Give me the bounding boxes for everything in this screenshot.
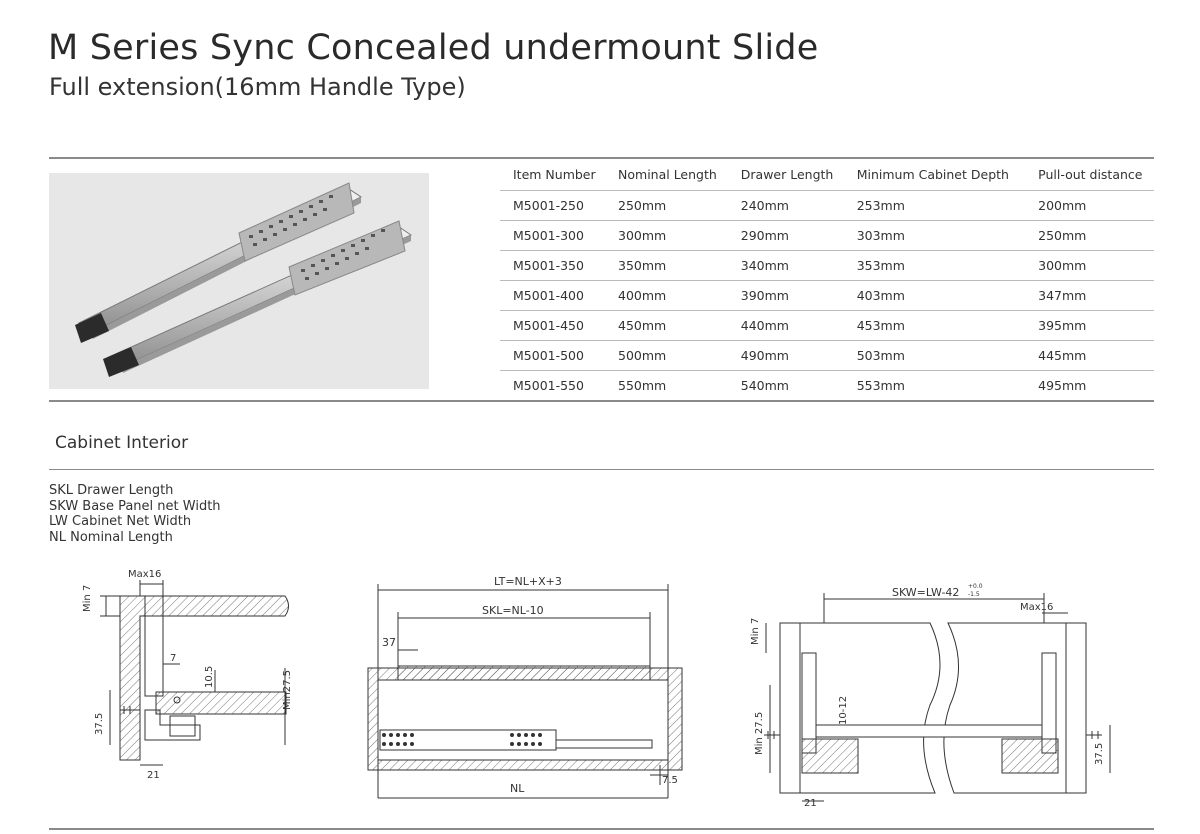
- table-row: M5001-500 500mm 490mm 503mm 445mm: [500, 340, 1154, 371]
- table-cell: 453mm: [843, 310, 1026, 341]
- dim-7: 7: [170, 653, 176, 664]
- table-row: M5001-450 450mm 440mm 453mm 395mm: [500, 310, 1154, 341]
- table-cell: 553mm: [856, 377, 905, 393]
- diagram-side-elevation: LT=NL+X+3 SKL=NL-10 37 NL 7.5: [367, 575, 683, 799]
- column-header: Pull-out distance: [1025, 160, 1154, 191]
- table-cell: M5001-550: [513, 377, 584, 393]
- dim-7-5: 7.5: [662, 775, 678, 786]
- table-cell: M5001-350: [500, 250, 606, 281]
- table-row: M5001-550 550mm 540mm 553mm 495mm: [500, 370, 1154, 400]
- section-title: Cabinet Interior: [55, 433, 189, 453]
- dim-10-5: 10.5: [204, 666, 215, 688]
- dim-skl: SKL=NL-10: [482, 604, 544, 617]
- dim-max16: Max16: [128, 569, 161, 580]
- table-cell: 303mm: [843, 220, 1026, 251]
- table-cell: 350mm: [605, 250, 728, 281]
- table-cell: 395mm: [1025, 310, 1154, 341]
- table-cell: 340mm: [727, 250, 844, 281]
- table-cell: M5001-300: [500, 220, 606, 251]
- column-header: Item Number: [500, 160, 606, 191]
- table-cell: 445mm: [1025, 340, 1154, 371]
- column-header: Minimum Cabinet Depth: [843, 160, 1026, 191]
- dim-21: 21: [804, 798, 817, 809]
- table-cell: 450mm: [605, 310, 728, 341]
- table-cell: 540mm: [740, 377, 789, 393]
- table-row: M5001-400 400mm 390mm 403mm 347mm: [500, 280, 1154, 311]
- table-cell: 495mm: [1038, 377, 1087, 393]
- abbreviation-legend: SKL Drawer Length SKW Base Panel net Wid…: [49, 483, 221, 545]
- divider-table-bottom: [49, 400, 1154, 402]
- dim-lt: LT=NL+X+3: [494, 575, 562, 588]
- legend-item: SKW Base Panel net Width: [49, 498, 221, 514]
- table-cell: 490mm: [727, 340, 844, 371]
- table-cell: 503mm: [843, 340, 1026, 371]
- product-photo: [49, 173, 429, 389]
- table-cell: M5001-400: [500, 280, 606, 311]
- page-subtitle: Full extension(16mm Handle Type): [49, 73, 466, 101]
- dim-37: 37: [382, 636, 396, 649]
- dim-nl: NL: [510, 782, 525, 795]
- table-cell: 300mm: [605, 220, 728, 251]
- dim-37-5: 37.5: [1094, 743, 1105, 765]
- dim-min7: Min 7: [82, 585, 93, 612]
- divider-top: [49, 157, 1154, 159]
- legend-item: LW Cabinet Net Width: [49, 514, 192, 529]
- table-cell: 250mm: [605, 190, 728, 221]
- column-header: Nominal Length: [605, 160, 728, 191]
- page-title: M Series Sync Concealed undermount Slide: [48, 28, 819, 68]
- table-cell: 253mm: [843, 190, 1026, 221]
- divider-bottom: [49, 828, 1154, 830]
- table-cell: 353mm: [843, 250, 1026, 281]
- dim-10-12: 10-12: [838, 696, 849, 725]
- dim-min7: Min 7: [750, 618, 761, 645]
- table-cell: M5001-450: [500, 310, 606, 341]
- table-row: M5001-300 300mm 290mm 303mm 250mm: [500, 220, 1154, 251]
- table-cell: 390mm: [727, 280, 844, 311]
- dim-37-5: 37.5: [94, 713, 105, 735]
- table-row: M5001-250 250mm 240mm 253mm 200mm: [500, 190, 1154, 221]
- table-cell: 550mm: [618, 377, 667, 393]
- table-cell: 300mm: [1025, 250, 1154, 281]
- dim-skw: SKW=LW-42: [892, 586, 959, 599]
- table-cell: 240mm: [727, 190, 844, 221]
- table-cell: 500mm: [605, 340, 728, 371]
- table-cell: M5001-250: [500, 190, 606, 221]
- dim-skw-tolerance-bottom: -1.5: [968, 591, 980, 598]
- dim-min27-5: Min27.5: [282, 670, 293, 710]
- diagram-side-section: Min 7 Max16 7 10.5 Min27.5 37.5 21: [82, 569, 293, 781]
- table-cell: 290mm: [727, 220, 844, 251]
- table-cell: 440mm: [727, 310, 844, 341]
- table-header-row: Item Number Nominal Length Drawer Length…: [500, 160, 1154, 191]
- dim-min27-5: Min 27.5: [754, 712, 765, 755]
- table-cell: 200mm: [1025, 190, 1154, 221]
- divider-section: [49, 469, 1154, 470]
- table-cell: 250mm: [1025, 220, 1154, 251]
- table-cell: M5001-500: [500, 340, 606, 371]
- table-row: M5001-350 350mm 340mm 353mm 300mm: [500, 250, 1154, 281]
- dim-21: 21: [147, 770, 160, 781]
- spec-table: Item Number Nominal Length Drawer Length…: [500, 160, 1154, 400]
- column-header: Drawer Length: [727, 160, 844, 191]
- table-cell: 403mm: [843, 280, 1026, 311]
- slide-illustration: [75, 182, 413, 377]
- legend-item: NL Nominal Length: [49, 529, 173, 545]
- table-cell: 400mm: [605, 280, 728, 311]
- dim-max16: Max16: [1020, 602, 1053, 613]
- legend-item: SKL Drawer Length: [49, 483, 174, 498]
- dim-skw-tolerance-top: +0.0: [968, 583, 983, 590]
- diagram-front-section: SKW=LW-42 +0.0 -1.5 Max16 Min 7 Min 27.5…: [750, 583, 1111, 809]
- table-cell: 347mm: [1025, 280, 1154, 311]
